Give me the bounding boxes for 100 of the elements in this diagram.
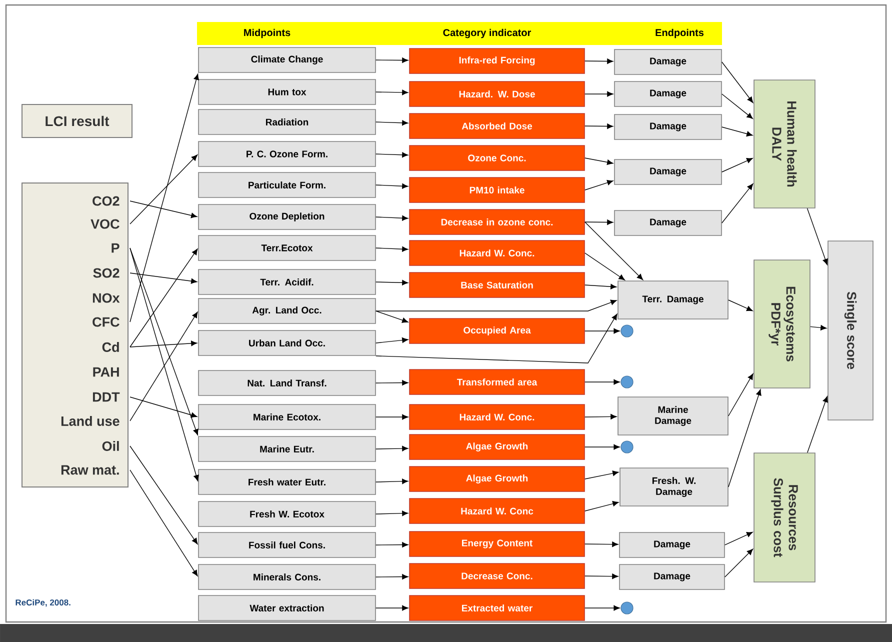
substance-list-box: [22, 182, 128, 488]
arrow: [584, 124, 614, 129]
arrow: [584, 328, 620, 334]
arrow: [724, 532, 753, 546]
arrow: [584, 222, 644, 280]
midpoint-box: Terr.Ecotox: [198, 235, 376, 261]
damage-box: Damage: [619, 564, 725, 590]
damage-box: Terr. Damage: [618, 280, 728, 320]
arrow: [728, 373, 754, 416]
substance-label: Oil: [102, 441, 119, 451]
indicator-box: Hazard W. Conc.: [409, 404, 585, 430]
indicator-box: Decrease Conc.: [409, 563, 585, 589]
indicator-box: Algae Growth: [409, 466, 585, 492]
single-score-box: Single score: [828, 240, 874, 420]
arrow: [724, 548, 754, 578]
arrow: [130, 154, 198, 224]
arrow: [728, 300, 753, 312]
arrow: [810, 325, 827, 330]
arrow: [376, 446, 408, 452]
substance-label: DDT: [92, 392, 120, 402]
arrow: [584, 605, 620, 611]
arrow: [376, 246, 408, 252]
midpoint-box: Radiation: [198, 109, 376, 135]
substance-label: CFC: [92, 317, 120, 327]
arrow: [584, 252, 625, 280]
substance-label: NOx: [92, 293, 120, 303]
arrow: [722, 158, 753, 172]
lci-result-box: LCI result: [22, 104, 132, 138]
arrow: [376, 478, 408, 484]
arrow: [376, 574, 408, 580]
arrow: [584, 574, 618, 579]
indicator-box: Absorbed Dose: [409, 113, 585, 139]
arrow: [584, 58, 614, 64]
arrow: [376, 58, 408, 63]
midpoint-box: Climate Change: [198, 47, 376, 73]
arrow: [584, 470, 619, 480]
midpoint-box: Water extraction: [198, 595, 376, 621]
substance-label: SO2: [93, 268, 120, 278]
arrow: [584, 542, 618, 547]
midpoint-box: Fresh W. Ecotox: [198, 501, 376, 527]
arrow: [130, 312, 198, 422]
indicator-box: Extracted water: [409, 595, 585, 621]
indicator-box: Ozone Conc.: [409, 145, 585, 171]
midpoint-box: Terr. Acidif.: [198, 269, 376, 295]
damage-box: Damage: [614, 49, 722, 75]
damage-area-box: Ecosystems PDF*yr: [754, 260, 810, 388]
arrow: [722, 94, 753, 119]
damage-area-box: Resources Surplus cost: [754, 452, 816, 582]
indicator-box: Hazard W. Conc.: [409, 240, 585, 266]
end-circle: [620, 440, 634, 454]
substance-label: Cd: [102, 342, 119, 352]
arrow: [376, 510, 408, 516]
indicator-box: Hazard W. Conc: [409, 498, 585, 524]
damage-box: Damage: [614, 159, 722, 185]
arrow: [722, 126, 753, 136]
arrow: [130, 200, 198, 218]
damage-box: Damage: [614, 81, 722, 107]
arrow: [807, 396, 828, 453]
arrow: [584, 379, 620, 385]
indicator-box: Energy Content: [409, 531, 585, 557]
arrow: [584, 501, 619, 512]
arrow: [376, 338, 408, 344]
arrow: [584, 158, 614, 165]
indicator-box: PM10 intake: [409, 177, 585, 203]
arrow: [376, 215, 408, 221]
damage-box: Damage: [614, 114, 722, 140]
arrow: [130, 248, 198, 348]
arrow: [376, 605, 408, 611]
arrow: [376, 414, 408, 420]
arrow: [376, 152, 408, 158]
midpoint-box: Fresh water Eutr.: [198, 469, 376, 495]
end-circle: [620, 602, 634, 614]
arrow: [722, 184, 754, 224]
arrow: [130, 74, 199, 322]
arrow: [584, 180, 614, 190]
midpoint-box: Urban Land Occ.: [198, 330, 376, 356]
substance-label: Raw mat.: [61, 465, 119, 475]
arrow: [376, 120, 408, 126]
arrow: [806, 208, 828, 265]
arrow: [130, 470, 198, 576]
midpoint-box: Nat. Land Transf.: [198, 370, 376, 396]
header-band: Midpoints Category indicator Endpoints: [197, 22, 722, 45]
indicator-box: Occupied Area: [409, 318, 585, 344]
arrow: [130, 272, 198, 284]
substance-label: PAH: [93, 367, 119, 377]
damage-box: Damage: [614, 210, 722, 236]
arrow: [376, 90, 408, 96]
damage-box: Damage: [619, 532, 725, 558]
note: ReCiPe, 2008.: [16, 599, 70, 607]
substance-label: P: [112, 243, 120, 253]
arrow: [728, 389, 762, 488]
damage-area-box: Human health DALY: [754, 80, 816, 208]
indicator-box: Base Saturation: [409, 272, 585, 298]
end-circle: [620, 324, 634, 338]
arrow: [584, 444, 620, 450]
midpoint-box: Marine Ecotox.: [198, 404, 376, 430]
arrow: [376, 380, 408, 386]
arrow: [130, 340, 198, 348]
substance-label: Land use: [61, 416, 120, 426]
arrow: [584, 414, 617, 420]
